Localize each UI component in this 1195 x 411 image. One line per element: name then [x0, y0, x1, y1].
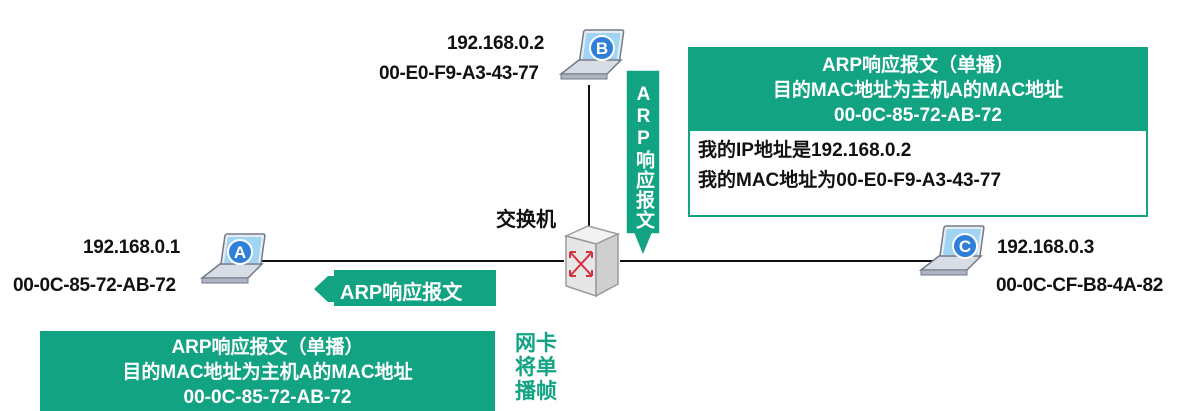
nic-side-note: 网卡将单播帧 — [515, 332, 557, 403]
laptop-b-icon[interactable]: B — [555, 22, 635, 92]
arp-reply-panel-bottom: ARP响应报文（单播） 目的MAC地址为主机A的MAC地址 00-0C-85-7… — [40, 331, 495, 411]
panel-top-line3: 00-0C-85-72-AB-72 — [834, 105, 1002, 126]
arp-reply-panel-top: ARP响应报文（单播） 目的MAC地址为主机A的MAC地址 00-0C-85-7… — [688, 47, 1148, 217]
arrow-down-icon — [625, 70, 661, 258]
badge-c-label: C — [959, 237, 971, 256]
badge-b-label: B — [596, 39, 608, 58]
panel-top-body: 我的IP地址是192.168.0.2 我的MAC地址为00-E0-F9-A3-4… — [690, 131, 1146, 201]
arrow-left-icon — [314, 270, 496, 306]
host-b-mac: 00-E0-F9-A3-43-77 — [379, 63, 539, 84]
laptop-c-icon[interactable]: C — [915, 220, 995, 290]
host-a-ip: 192.168.0.1 — [83, 237, 181, 258]
panel-top-body1: 我的IP地址是192.168.0.2 — [698, 140, 912, 161]
panel-top-header: ARP响应报文（单播） 目的MAC地址为主机A的MAC地址 00-0C-85-7… — [690, 49, 1146, 131]
link-b-switch — [588, 85, 590, 228]
panel-bottom-line1: ARP响应报文（单播） — [171, 337, 364, 358]
panel-top-line2: 目的MAC地址为主机A的MAC地址 — [772, 80, 1064, 101]
host-a-mac: 00-0C-85-72-AB-72 — [13, 275, 176, 296]
vertical-arrow-label: ARP响应报文 — [633, 84, 654, 230]
host-c-mac: 00-0C-CF-B8-4A-82 — [996, 275, 1163, 296]
switch-label: 交换机 — [496, 209, 556, 231]
link-a-switch — [262, 260, 564, 262]
horizontal-arrow-label: ARP响应报文 — [340, 282, 463, 304]
laptop-a-icon[interactable]: A — [196, 228, 276, 298]
badge-a-label: A — [234, 243, 246, 262]
panel-bottom-line3: 00-0C-85-72-AB-72 — [183, 387, 352, 408]
panel-top-body2: 我的MAC地址为00-E0-F9-A3-43-77 — [698, 170, 1002, 191]
panel-bottom-line2: 目的MAC地址为主机A的MAC地址 — [122, 362, 413, 383]
link-switch-c — [620, 260, 950, 262]
panel-top-line1: ARP响应报文（单播） — [821, 55, 1015, 76]
switch-icon[interactable] — [558, 222, 624, 300]
host-b-ip: 192.168.0.2 — [447, 33, 545, 54]
host-c-ip: 192.168.0.3 — [997, 237, 1095, 258]
